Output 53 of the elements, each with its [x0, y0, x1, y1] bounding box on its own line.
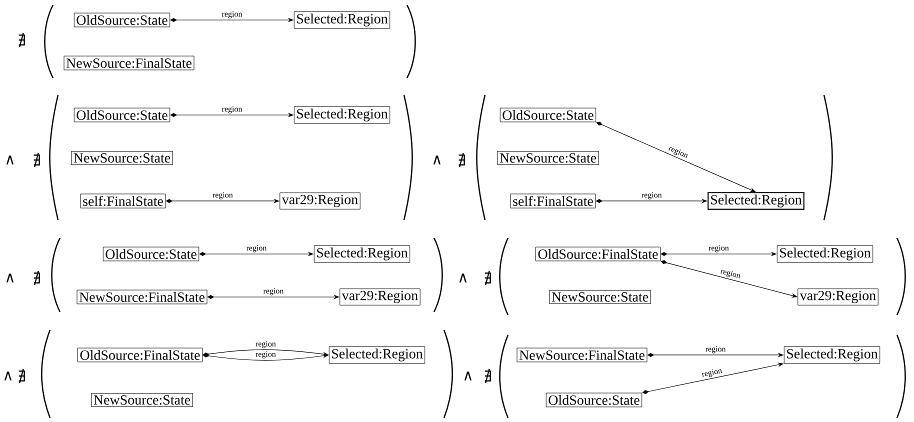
class-box: self:FinalState: [80, 194, 166, 208]
class-box: Selected:Region: [784, 346, 880, 364]
edge-label: region: [254, 350, 277, 360]
class-box: NewSource:FinalState: [516, 348, 648, 362]
class-box: var29:Region: [340, 288, 420, 306]
class-box: OldSource:State: [102, 246, 200, 262]
edge-label: region: [700, 366, 724, 380]
class-box: OldSource:State: [74, 108, 170, 122]
logic-symbol: ∧: [464, 372, 472, 380]
class-box: Selected:Region: [328, 346, 426, 364]
class-box: OldSource:FinalState: [535, 246, 661, 262]
logic-symbol: ∄: [34, 152, 40, 168]
logic-symbol: ∧: [459, 274, 467, 282]
class-box: Selected:Region: [776, 245, 874, 263]
class-box: self:FinalState: [510, 194, 596, 208]
logic-symbol: ∄: [34, 270, 40, 286]
logic-symbol: ∄: [18, 32, 25, 48]
logic-symbol: ∧: [6, 274, 14, 282]
class-box: OldSource:FinalState: [78, 348, 203, 362]
class-box: Selected:Region: [314, 245, 410, 263]
class-box: NewSource:State: [71, 151, 173, 165]
class-box: Selected:Region: [294, 106, 390, 124]
logic-symbol: ∧: [6, 156, 14, 164]
edge-label: region: [220, 10, 244, 20]
edge-label: region: [707, 244, 730, 254]
class-box: NewSource:State: [91, 393, 193, 407]
class-box: NewSource:State: [497, 151, 599, 165]
logic-symbol: ∧: [4, 372, 12, 380]
logic-symbol: ∄: [484, 368, 491, 384]
class-box: var29:Region: [280, 192, 360, 210]
edge-label: region: [262, 287, 285, 296]
edge-label: region: [640, 191, 663, 200]
class-box: OldSource:State: [74, 12, 170, 28]
logic-symbol: ∧: [433, 156, 441, 164]
edge-label: region: [666, 144, 690, 161]
class-box: Selected:Region: [294, 11, 390, 29]
logic-symbol: ∄: [484, 270, 491, 286]
class-box: NewSource:FinalState: [64, 56, 194, 70]
class-box: var29:Region: [798, 288, 878, 306]
class-box: NewSource:FinalState: [76, 290, 208, 304]
arrow: [596, 122, 756, 192]
edge-label: region: [704, 345, 727, 354]
class-box: OldSource:State: [500, 108, 596, 122]
edge-label: region: [245, 244, 268, 254]
edge-label: region: [254, 340, 277, 350]
class-box: Selected:Region: [708, 192, 804, 210]
class-box: NewSource:State: [549, 290, 651, 304]
logic-symbol: ∄: [18, 368, 25, 384]
edge-label: region: [220, 105, 244, 114]
edge-label: region: [211, 191, 234, 200]
class-box: OldSource:State: [546, 392, 642, 408]
logic-symbol: ∄: [458, 152, 465, 168]
edge-label: region: [718, 266, 742, 282]
